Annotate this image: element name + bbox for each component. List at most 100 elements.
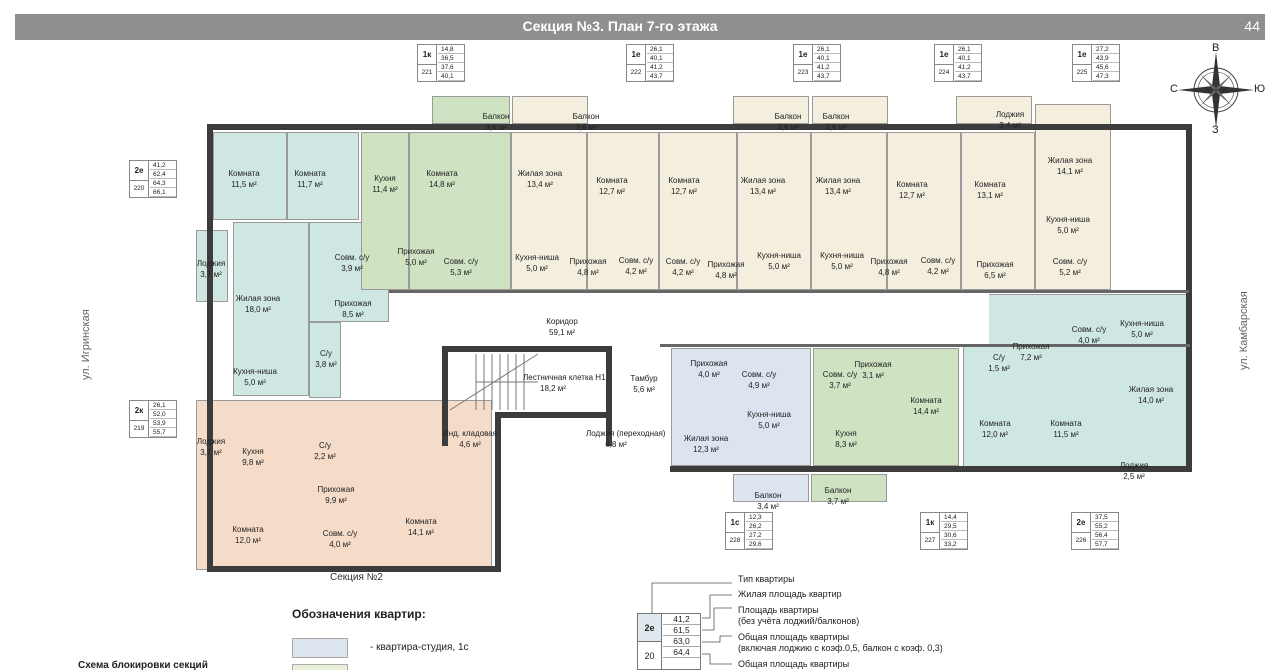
- legend-title: Обозначения квартир:: [292, 607, 426, 621]
- apartment-area-value: 27,2: [746, 531, 772, 540]
- room-name: Совм. с/у: [920, 256, 956, 265]
- room-label: Кухня-ниша 5,0 м²: [507, 252, 567, 274]
- room-area: 14,1 м²: [408, 528, 434, 537]
- apt-227-zone: [813, 348, 959, 466]
- room-area: 3,6 м²: [485, 123, 507, 132]
- stair-core-top: [442, 346, 610, 352]
- outer-wall-bottom-right: [670, 466, 1190, 472]
- apartment-type: 2е: [1072, 513, 1091, 533]
- room-name: Комната: [294, 169, 326, 178]
- room-area: 4,8 м²: [715, 271, 737, 280]
- apartment-area-value: 29,6: [746, 540, 772, 549]
- apartment-area-value: 29,5: [941, 522, 967, 531]
- room-name: Кухня-ниша: [515, 253, 559, 262]
- room-name: Тамбур: [630, 374, 658, 383]
- room-name: Жилая зона: [517, 169, 563, 178]
- room-name: Прихожая: [854, 360, 892, 369]
- apartment-area-value: 43,7: [814, 72, 840, 81]
- room-area: 9,9 м²: [325, 496, 347, 505]
- room-label: Комната 14,1 м²: [391, 516, 451, 538]
- key-label-type: Тип квартиры: [738, 574, 795, 584]
- room-area: 11,5 м²: [231, 180, 257, 189]
- room-area: 8,3 м²: [835, 440, 857, 449]
- apartment-number: 224: [935, 65, 954, 81]
- apartment-area-value: 12,3: [746, 513, 772, 522]
- outer-wall-bottom-left: [207, 566, 497, 572]
- apt-223-zone-b: [811, 132, 887, 290]
- apartment-area-value: 64,3: [150, 179, 176, 188]
- apt-room-12-7b: [659, 132, 737, 290]
- apt-220-room-1: [213, 132, 287, 220]
- room-label: Лоджия (переходная)6,8 м²: [586, 428, 665, 450]
- outer-wall-left: [207, 124, 213, 570]
- street-right: ул. Камбарская: [1238, 291, 1250, 370]
- apartment-number: 223: [794, 65, 813, 81]
- room-area: 6,8 м²: [605, 440, 627, 449]
- room-name: Комната: [668, 176, 700, 185]
- room-area: 8,5 м²: [342, 310, 364, 319]
- room-name: Кухня: [242, 447, 264, 456]
- room-name: Кухня-ниша: [757, 251, 801, 260]
- apt-225-zone: [1035, 104, 1111, 290]
- staircase-drawing: [449, 353, 539, 411]
- room-area: 5,0 м²: [526, 264, 548, 273]
- room-name: Комната: [405, 517, 437, 526]
- room-name: С/у: [993, 353, 1005, 362]
- room-area: 12,3 м²: [693, 445, 719, 454]
- room-area: 12,7 м²: [599, 187, 625, 196]
- room-area: 9,8 м²: [242, 458, 264, 467]
- room-area: 3,7 м²: [829, 381, 851, 390]
- room-area: 1,5 м²: [988, 364, 1010, 373]
- apartment-area-value: 37,5: [1092, 513, 1118, 522]
- compass-s: З: [1212, 124, 1219, 136]
- room-name: Жилая зона: [815, 176, 861, 185]
- room-name: Кухня-ниша: [1046, 215, 1090, 224]
- compass-rose: В Ю З С: [1170, 42, 1265, 137]
- room-name: Балкон: [824, 486, 852, 495]
- key-leader-lines: [651, 582, 732, 665]
- room-name: Лоджия: [1119, 461, 1149, 470]
- apartment-type: 1к: [418, 45, 437, 65]
- room-label: Комната 12,7 м²: [582, 175, 642, 197]
- apartment-type: 1е: [627, 45, 646, 65]
- section-2-label: Секция №2: [330, 572, 383, 583]
- apartment-type: 1е: [935, 45, 954, 65]
- room-area: 11,7 м²: [297, 180, 323, 189]
- compass-icon: [1178, 52, 1254, 128]
- key-value: 61,5: [663, 625, 700, 636]
- room-area: 4,8 м²: [577, 268, 599, 277]
- room-name: Кухня: [374, 174, 396, 183]
- room-area: 7,2 м²: [1020, 353, 1042, 362]
- apartment-area-value: 14,4: [941, 513, 967, 522]
- apt-221-kitchen: [361, 132, 409, 290]
- room-area: 4,9 м²: [748, 381, 770, 390]
- legend-swatch-studio: [292, 638, 348, 658]
- room-name: Комната: [596, 176, 628, 185]
- room-area: 5,0 м²: [758, 421, 780, 430]
- key-label-total-2: Общая площадь квартиры: [738, 659, 850, 669]
- room-area: 5,0 м²: [831, 262, 853, 271]
- stair-core-bottom: [496, 412, 612, 418]
- key-value: 64,4: [663, 647, 700, 658]
- room-area: 3,4 м²: [999, 121, 1021, 130]
- apartment-area-value: 40,1: [438, 72, 464, 81]
- room-name: Лестничная клетка Н1: [523, 373, 606, 382]
